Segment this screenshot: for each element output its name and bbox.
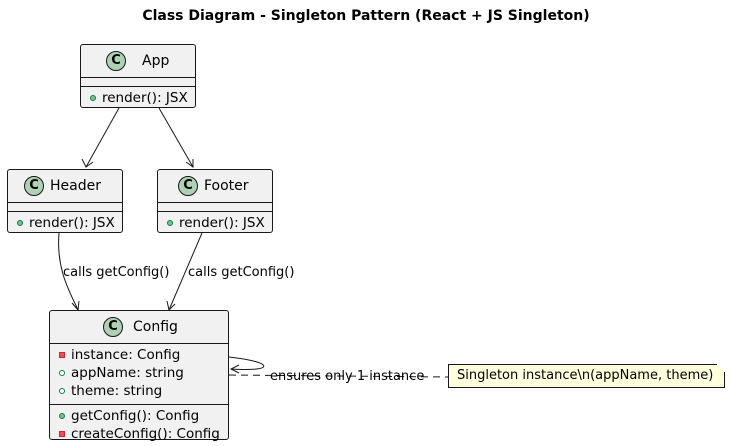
- class-icon: C: [178, 176, 198, 196]
- public-visibility-icon: [167, 220, 173, 226]
- singleton-note[interactable]: Singleton instance\n(appName, theme): [448, 364, 725, 388]
- class-header-header: C Header: [8, 170, 122, 202]
- method-row: render(): JSX: [158, 215, 272, 233]
- class-footer[interactable]: C Footer render(): JSX: [157, 169, 273, 233]
- private-visibility-icon: [59, 352, 65, 358]
- edge-label-footer-config: calls getConfig(): [188, 265, 294, 280]
- arrowhead-config-self: [229, 364, 240, 374]
- method-row: createConfig(): Config: [50, 426, 228, 444]
- public-visibility-icon: [59, 370, 65, 376]
- diagram-title: Class Diagram - Singleton Pattern (React…: [142, 8, 590, 24]
- attributes-section: [8, 202, 122, 211]
- method-row: render(): JSX: [8, 215, 122, 233]
- method-text: render(): JSX: [29, 215, 115, 231]
- arrowhead-app-footer: [185, 159, 194, 168]
- private-visibility-icon: [59, 431, 65, 437]
- methods-section: render(): JSX: [81, 86, 195, 108]
- method-row: getConfig(): Config: [50, 408, 228, 426]
- methods-section: render(): JSX: [8, 211, 122, 233]
- public-visibility-icon: [90, 95, 96, 101]
- class-icon: C: [24, 176, 44, 196]
- method-row: render(): JSX: [81, 90, 195, 108]
- class-icon: C: [106, 51, 126, 71]
- class-config-header: C Config: [50, 311, 228, 343]
- note-connector: [228, 374, 449, 378]
- class-name: Config: [133, 319, 178, 335]
- class-name: Footer: [204, 178, 249, 194]
- class-name: App: [142, 53, 170, 69]
- attributes-section: [158, 202, 272, 211]
- attribute-text: appName: string: [71, 365, 184, 381]
- edge-app-footer: [158, 107, 194, 168]
- public-visibility-icon: [59, 388, 65, 394]
- class-config[interactable]: C Config instance: Config appName: strin…: [49, 310, 229, 442]
- attribute-text: instance: Config: [71, 347, 181, 363]
- edge-label-config-self: ensures only 1 instance: [270, 369, 424, 384]
- edge-label-header-config: calls getConfig(): [63, 265, 169, 280]
- attribute-text: theme: string: [71, 383, 163, 399]
- class-app-header: C App: [81, 45, 195, 77]
- attribute-row: theme: string: [50, 383, 228, 401]
- class-icon: C: [103, 317, 123, 337]
- method-text: createConfig(): Config: [71, 426, 220, 442]
- class-footer-header: C Footer: [158, 170, 272, 202]
- note-text: Singleton instance\n(appName, theme): [457, 368, 714, 383]
- class-header[interactable]: C Header render(): JSX: [7, 169, 123, 233]
- method-text: getConfig(): Config: [71, 408, 200, 424]
- edge-header-config: [58, 232, 79, 311]
- edge-app-header: [85, 107, 120, 168]
- attribute-row: appName: string: [50, 365, 228, 383]
- class-name: Header: [50, 178, 101, 194]
- methods-section: render(): JSX: [158, 211, 272, 233]
- method-text: render(): JSX: [179, 215, 265, 231]
- attributes-section: [81, 77, 195, 86]
- edge-footer-config: [168, 232, 203, 311]
- class-app[interactable]: C App render(): JSX: [80, 44, 196, 108]
- public-visibility-icon: [17, 220, 23, 226]
- method-text: render(): JSX: [102, 90, 188, 106]
- public-visibility-icon: [59, 413, 65, 419]
- methods-section: getConfig(): Config createConfig(): Conf…: [50, 404, 228, 444]
- edge-config-self: [228, 356, 265, 371]
- attribute-row: instance: Config: [50, 347, 228, 365]
- arrowhead-app-header: [81, 158, 94, 168]
- attributes-section: instance: Config appName: string theme: …: [50, 343, 228, 404]
- note-fold-corner: [717, 364, 725, 372]
